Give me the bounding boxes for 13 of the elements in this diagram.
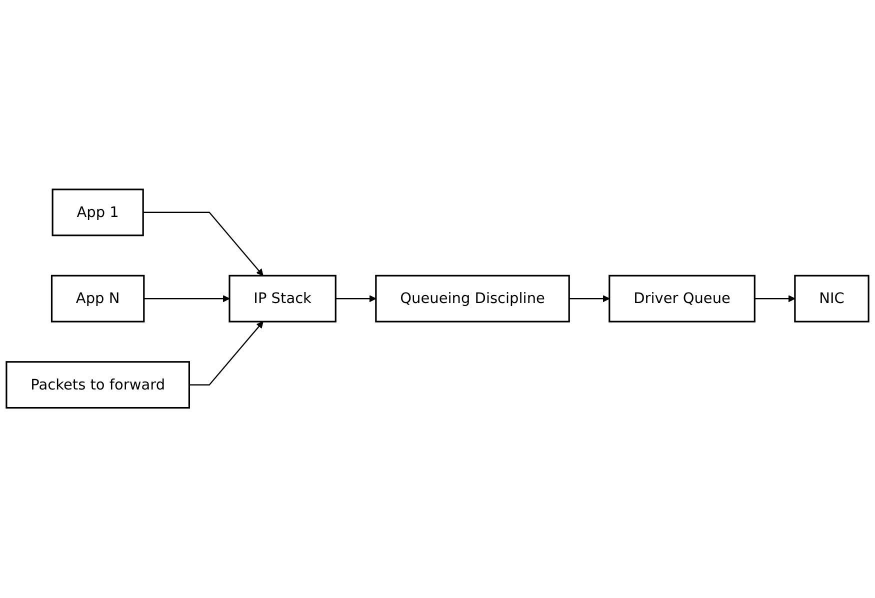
node-box: Packets to forward [6, 361, 190, 409]
arrow [569, 295, 610, 303]
arrow [754, 295, 796, 303]
node-box: App N [50, 275, 145, 323]
node-box: App 1 [52, 189, 144, 237]
node-box: Queueing Discipline [375, 275, 570, 323]
node-box: IP Stack [228, 275, 336, 323]
arrow [144, 295, 230, 303]
node-box: NIC [794, 275, 870, 323]
arrow [143, 212, 264, 276]
node-box: Driver Queue [608, 275, 756, 323]
arrow [189, 322, 264, 386]
arrow [336, 295, 376, 303]
